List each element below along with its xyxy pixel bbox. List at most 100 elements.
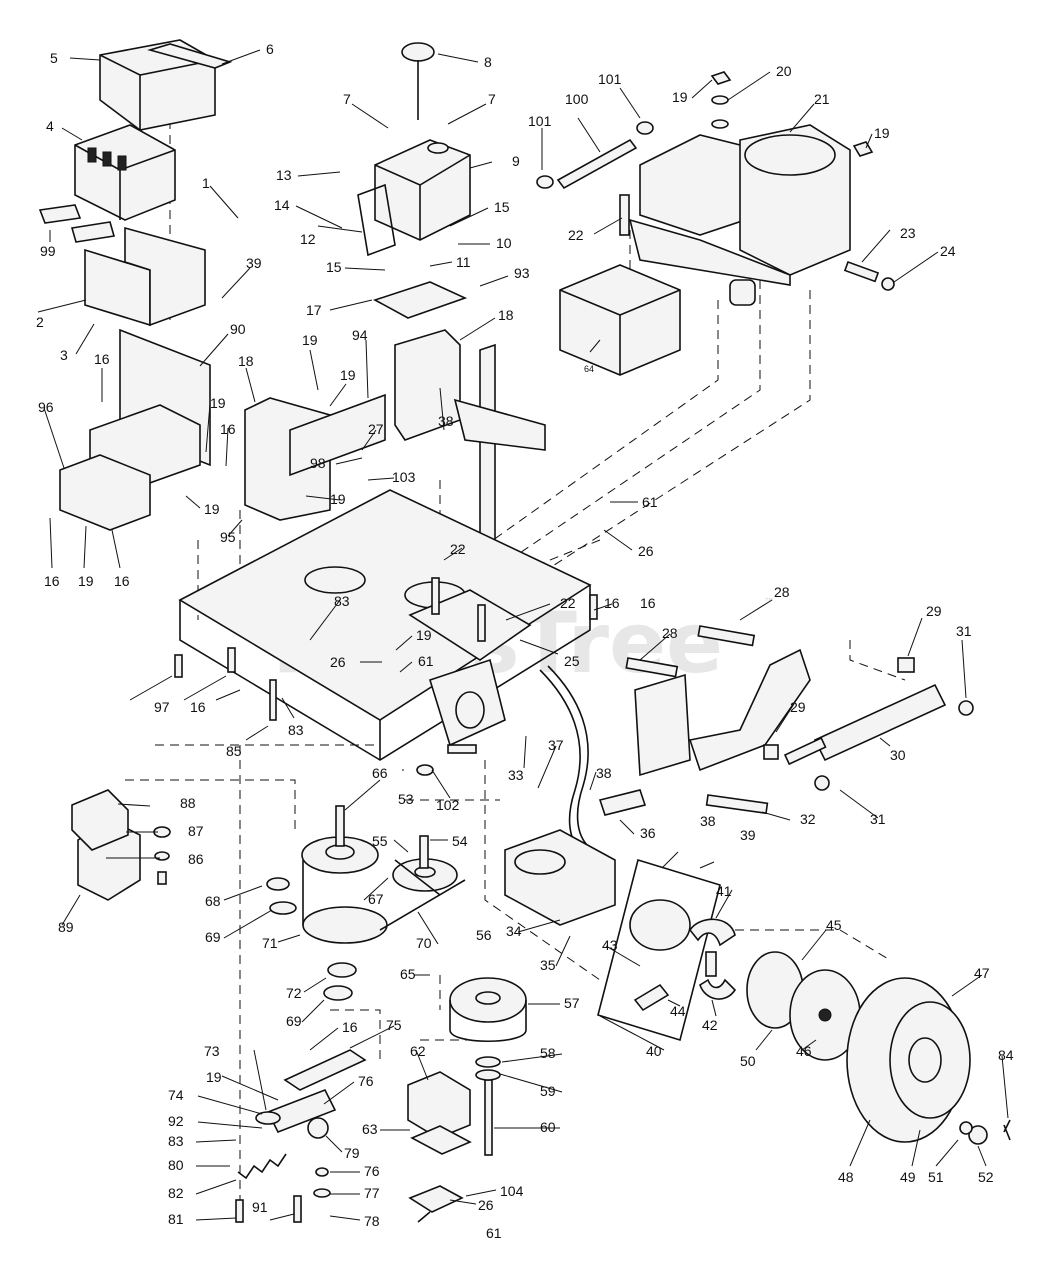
callout: 33 bbox=[508, 767, 524, 783]
callout: 14 bbox=[274, 197, 290, 213]
callout: 61 bbox=[486, 1225, 502, 1241]
callout: 38 bbox=[438, 413, 454, 429]
heat-shield bbox=[559, 264, 681, 376]
callout: 57 bbox=[564, 995, 580, 1011]
battery-cover-group bbox=[99, 39, 233, 131]
callout: 29 bbox=[790, 699, 806, 715]
watermark-trademark: ™ bbox=[764, 596, 775, 609]
callout: 8 bbox=[484, 54, 492, 70]
callout: 27 bbox=[368, 421, 384, 437]
callout: 91 bbox=[252, 1199, 268, 1215]
callout: 69 bbox=[205, 929, 221, 945]
callout: 48 bbox=[838, 1169, 854, 1185]
callout: 52 bbox=[978, 1169, 994, 1185]
hydraulic-hose bbox=[539, 665, 589, 851]
callout: 75 bbox=[386, 1017, 402, 1033]
callout: 98 bbox=[310, 455, 326, 471]
engine bbox=[628, 124, 851, 306]
main-frame bbox=[178, 489, 592, 761]
callout: 16 bbox=[94, 351, 110, 367]
callout: 45 bbox=[826, 917, 842, 933]
callout: 19 bbox=[78, 573, 94, 589]
lift-cylinder bbox=[763, 657, 974, 791]
callout: 101 bbox=[598, 71, 622, 87]
callout: 22 bbox=[568, 227, 584, 243]
callout: 26 bbox=[638, 543, 654, 559]
assembly-guides bbox=[125, 120, 906, 1210]
axle-bracket bbox=[429, 658, 506, 747]
callout: 55 bbox=[372, 833, 388, 849]
callout: 16 bbox=[604, 595, 620, 611]
callout: 59 bbox=[540, 1083, 556, 1099]
callout: 64 bbox=[584, 364, 594, 374]
callout: 19 bbox=[210, 395, 226, 411]
callout: 100 bbox=[565, 91, 589, 107]
callout: 19 bbox=[206, 1069, 222, 1085]
callout: 19 bbox=[340, 367, 356, 383]
callout: 101 bbox=[528, 113, 552, 129]
callout: 83 bbox=[334, 593, 350, 609]
callout: 68 bbox=[205, 893, 221, 909]
lift-arm bbox=[625, 625, 811, 815]
callout: 12 bbox=[300, 231, 316, 247]
callout: 20 bbox=[776, 63, 792, 79]
callout: 16 bbox=[220, 421, 236, 437]
callout: 87 bbox=[188, 823, 204, 839]
callout: 56 bbox=[476, 927, 492, 943]
callout: 11 bbox=[456, 254, 471, 270]
callout: 3 bbox=[60, 347, 68, 363]
callout: 1 bbox=[202, 175, 210, 191]
callout: 95 bbox=[220, 529, 236, 545]
clutch-bracket bbox=[407, 1071, 472, 1223]
callout: 34 bbox=[506, 923, 522, 939]
callout: 18 bbox=[498, 307, 514, 323]
steering-column bbox=[453, 343, 546, 567]
callout: 31 bbox=[870, 811, 886, 827]
callout: 102 bbox=[436, 797, 460, 813]
callout: 83 bbox=[168, 1133, 184, 1149]
callout: 49 bbox=[900, 1169, 916, 1185]
leader-lines bbox=[37, 49, 1009, 1221]
callout: 63 bbox=[362, 1121, 378, 1137]
callout: 103 bbox=[392, 469, 416, 485]
callout: 15 bbox=[494, 199, 510, 215]
callout: 18 bbox=[238, 353, 254, 369]
callout: 19 bbox=[672, 89, 688, 105]
callout: 81 bbox=[168, 1211, 184, 1227]
callout: 46 bbox=[796, 1043, 812, 1059]
callout: 99 bbox=[40, 243, 56, 259]
callout: 60 bbox=[540, 1119, 556, 1135]
wheel-hub bbox=[746, 951, 861, 1061]
callout: 19 bbox=[874, 125, 890, 141]
callout: 16 bbox=[114, 573, 130, 589]
fuel-line bbox=[536, 121, 654, 190]
callout: 2 bbox=[36, 314, 44, 330]
callout: 30 bbox=[890, 747, 906, 763]
fuel-tank bbox=[357, 139, 471, 257]
callout: 4 bbox=[46, 118, 54, 134]
callout: 19 bbox=[330, 491, 346, 507]
callout: 17 bbox=[306, 302, 322, 318]
callout: 51 bbox=[928, 1169, 944, 1185]
callout: 36 bbox=[640, 825, 656, 841]
callout: 28 bbox=[774, 584, 790, 600]
idler-arm bbox=[235, 1049, 367, 1223]
callout: 82 bbox=[168, 1185, 184, 1201]
callout: 67 bbox=[368, 891, 384, 907]
wheel-tire bbox=[846, 977, 1011, 1145]
battery-tray bbox=[84, 226, 206, 327]
callout: 13 bbox=[276, 167, 292, 183]
callout: 38 bbox=[700, 813, 716, 829]
callout: 26 bbox=[330, 654, 346, 670]
callout: 90 bbox=[230, 321, 246, 337]
callout: 39 bbox=[740, 827, 756, 843]
callout: 85 bbox=[226, 743, 242, 759]
callout: 35 bbox=[540, 957, 556, 973]
callout: 31 bbox=[956, 623, 972, 639]
callout: 10 bbox=[496, 235, 512, 251]
callout: 58 bbox=[540, 1045, 556, 1061]
callout: 70 bbox=[416, 935, 432, 951]
callout: 61 bbox=[418, 653, 434, 669]
callout: 37 bbox=[548, 737, 564, 753]
